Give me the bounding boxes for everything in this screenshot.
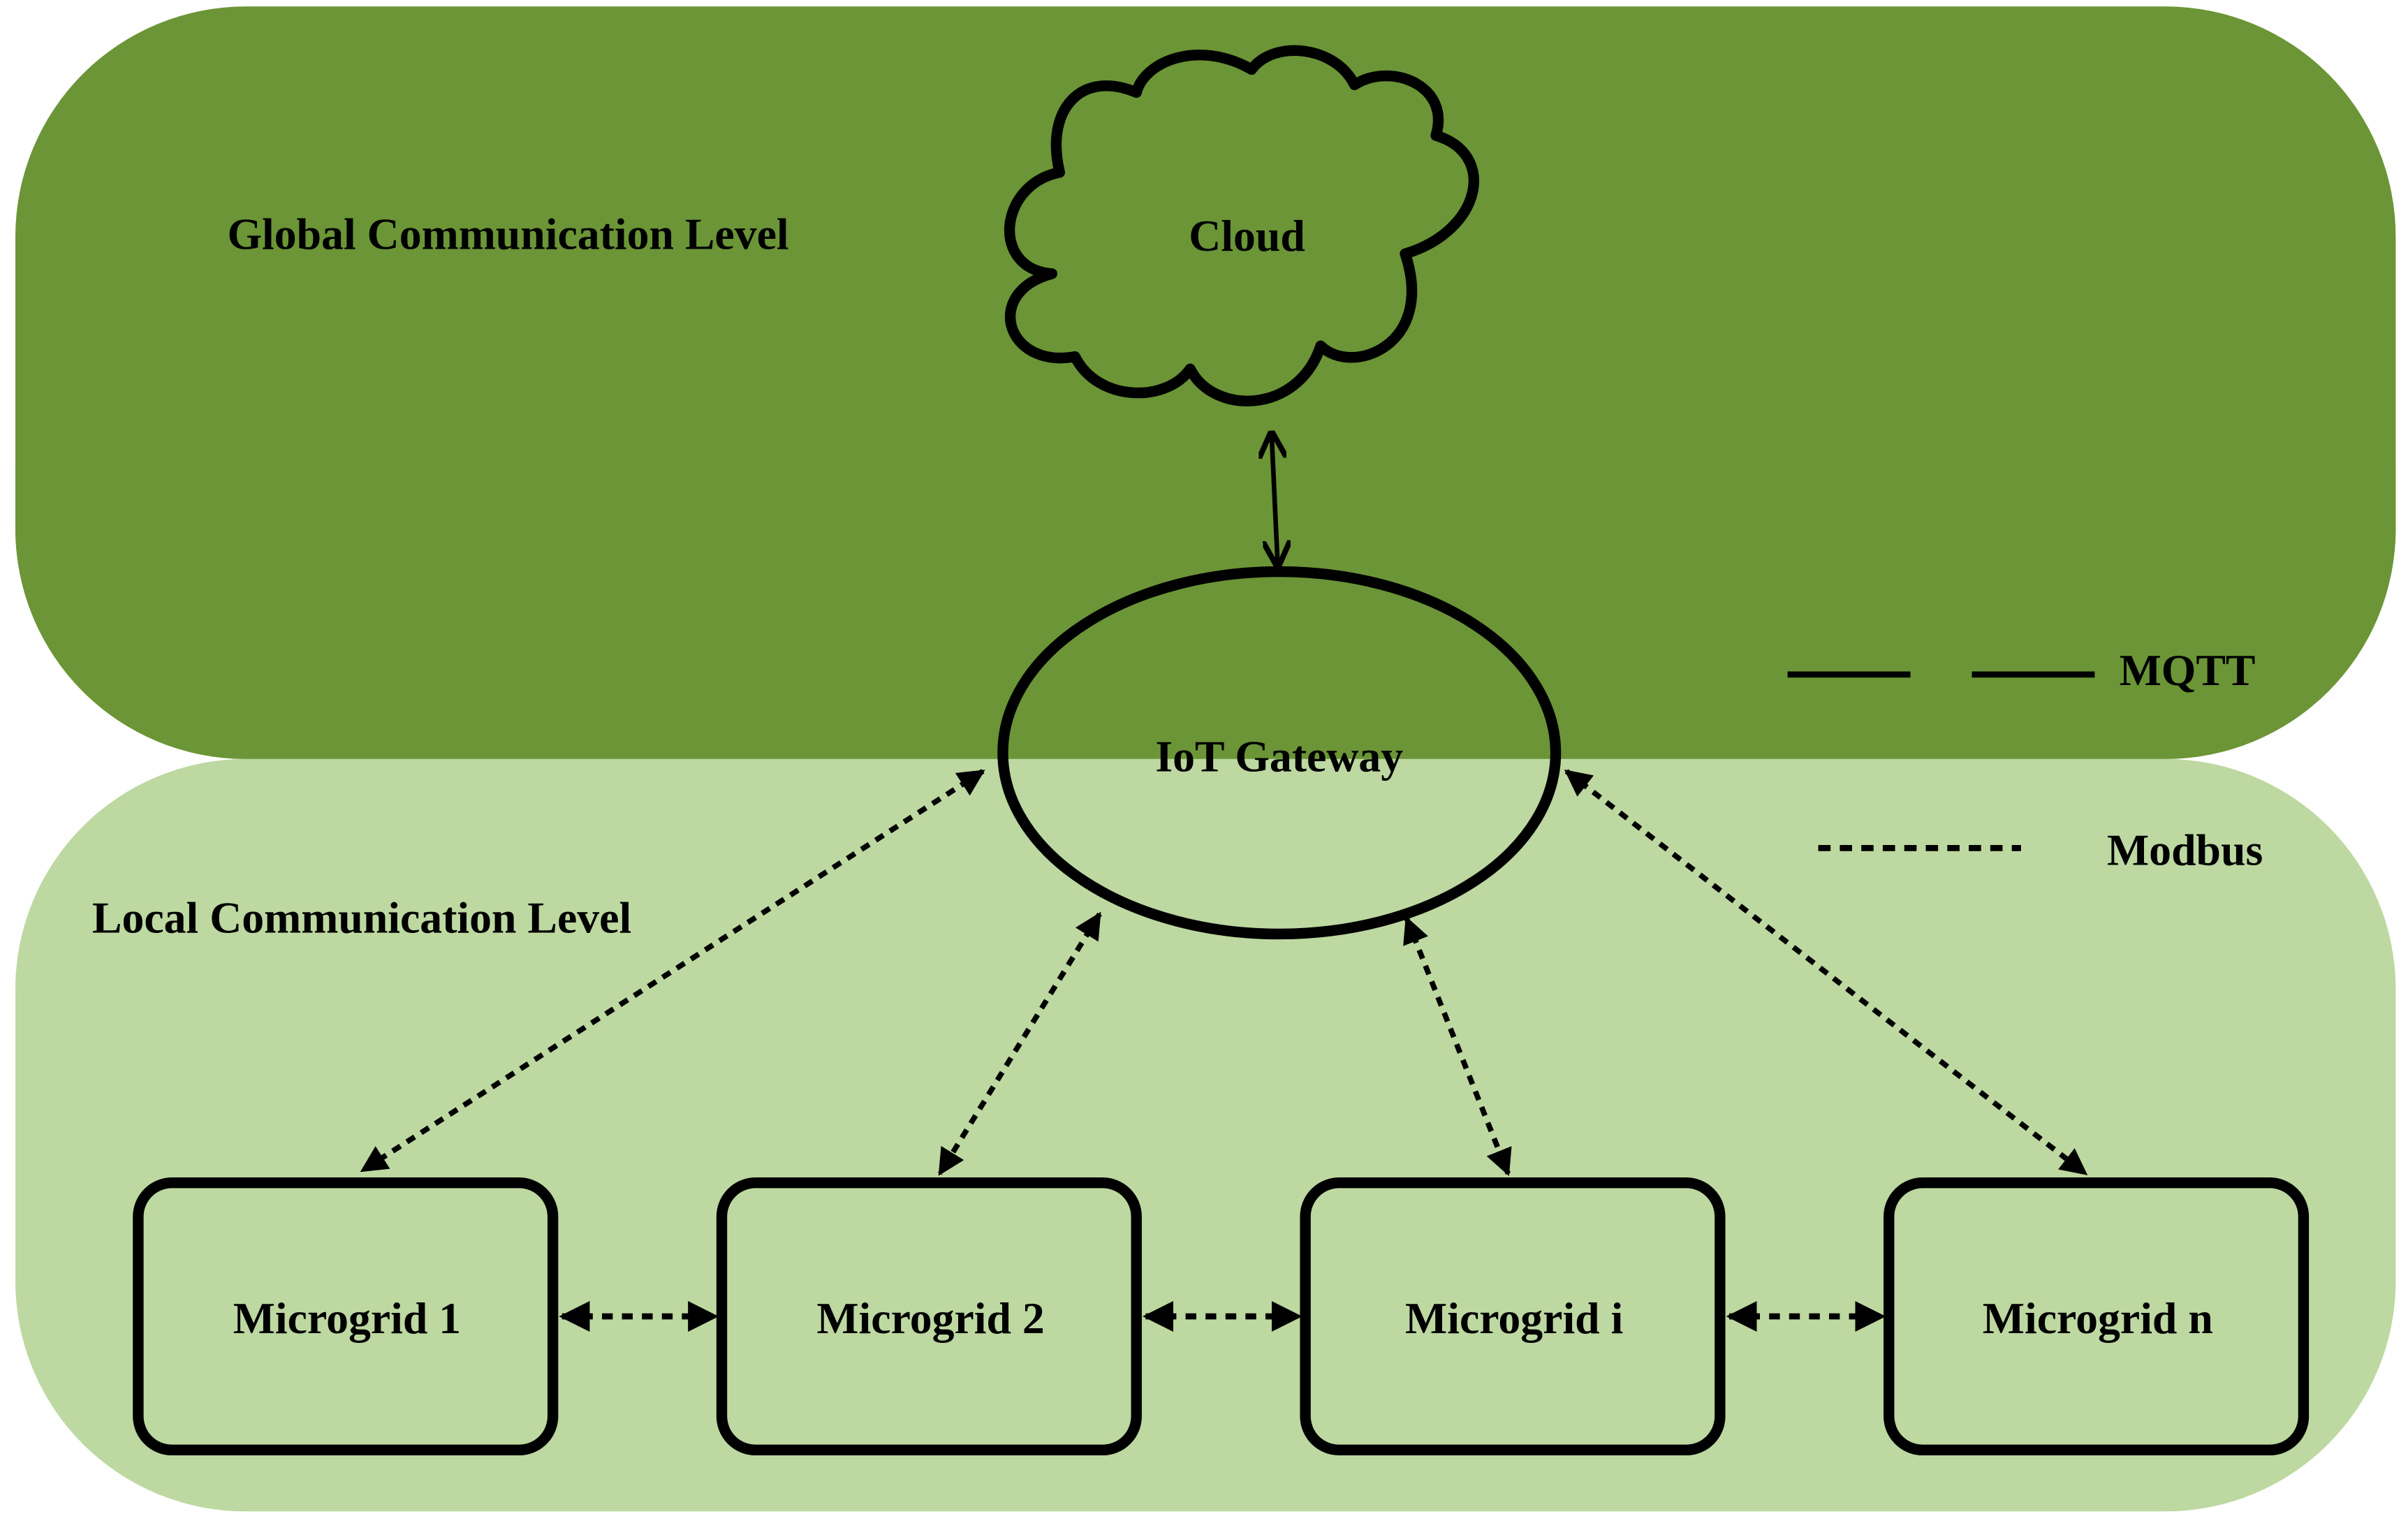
global-level-label: Global Communication Level <box>227 210 788 259</box>
cloud-node: Cloud <box>1004 45 1479 406</box>
legend-mqtt: MQTT <box>1787 645 2256 695</box>
microgrid-i: Microgrid i <box>1300 1177 1726 1456</box>
legend-modbus: Modbus <box>1818 825 2263 875</box>
modbus-link-gateway-microgrid-n <box>1564 769 2088 1176</box>
legend-modbus-label: Modbus <box>2107 825 2263 875</box>
microgrid-2: Microgrid 2 <box>716 1177 1142 1456</box>
local-level-label: Local Communication Level <box>92 892 631 942</box>
iot-gateway-ellipse <box>997 566 1562 940</box>
iot-gateway-label: IoT Gateway <box>1155 731 1403 781</box>
microgrid-label: Microgrid n <box>1983 1293 2213 1343</box>
cloud-label: Cloud <box>1189 211 1305 260</box>
modbus-link-gateway-microgrid-i <box>1403 916 1512 1177</box>
legend-mqtt-label: MQTT <box>2120 645 2256 695</box>
microgrid-label: Microgrid 1 <box>233 1293 461 1343</box>
iot-gateway-node: IoT Gateway <box>997 566 1562 940</box>
global-band-lower-edge <box>15 461 2396 759</box>
modbus-link-gateway-microgrid-1 <box>360 769 985 1173</box>
mqtt-link-cloud-gateway <box>1272 434 1278 566</box>
microgrid-label: Microgrid i <box>1405 1293 1623 1343</box>
microgrid-box <box>716 1177 1142 1456</box>
microgrid-label: Microgrid 2 <box>816 1293 1044 1343</box>
microgrid-1: Microgrid 1 <box>133 1177 559 1456</box>
microgrid-box <box>133 1177 559 1456</box>
gateway-microgrid-links <box>360 769 2088 1177</box>
legend: MQTT Modbus <box>1787 645 2263 875</box>
cloud-icon <box>1004 45 1479 406</box>
microgrid-n: Microgrid n <box>1884 1177 2310 1456</box>
modbus-link-gateway-microgrid-2 <box>937 911 1102 1176</box>
microgrid-box <box>1884 1177 2310 1456</box>
microgrid-box <box>1300 1177 1726 1456</box>
